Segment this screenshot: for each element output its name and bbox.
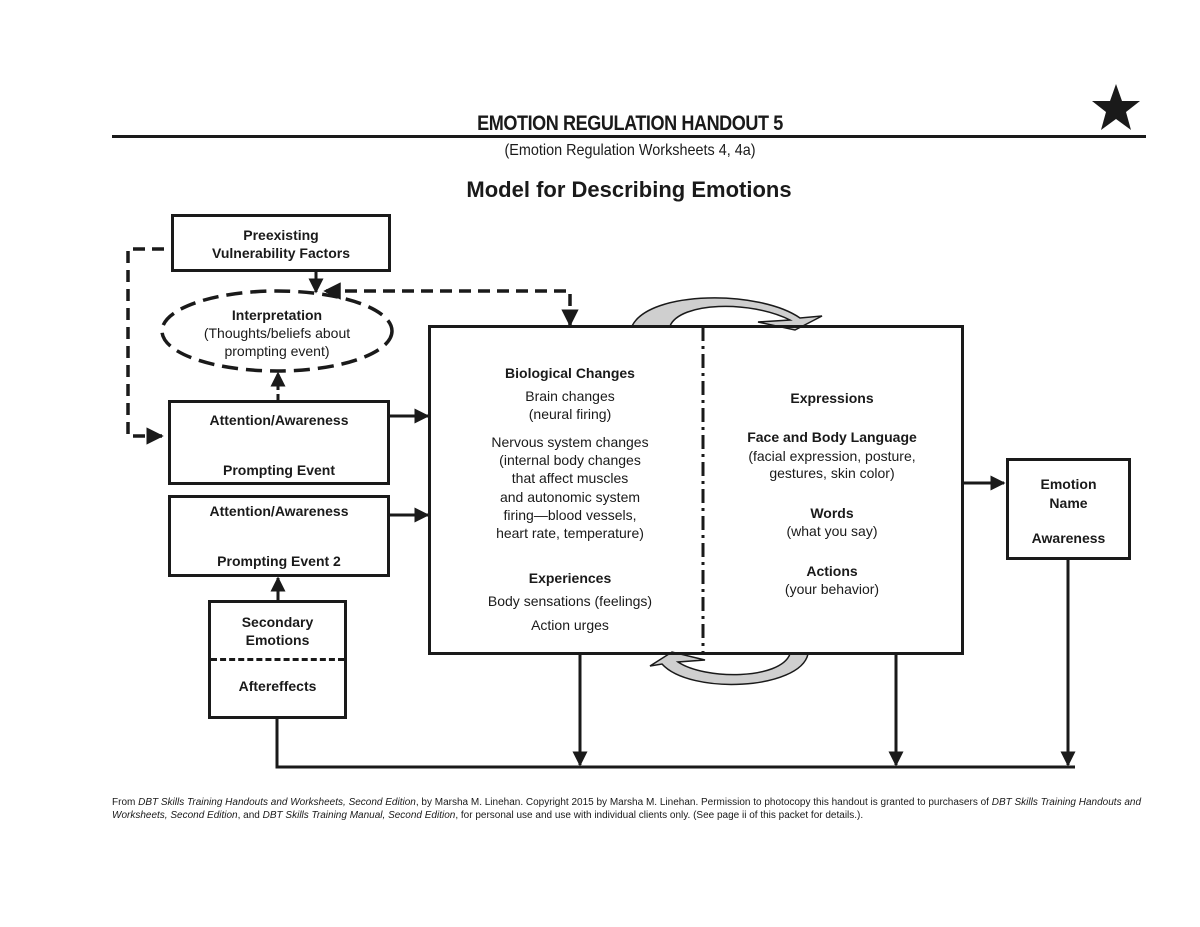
vulnerability-line2: Vulnerability Factors — [212, 245, 350, 261]
prompting-event-label: Prompting Event — [222, 462, 335, 478]
secondary-line1: Secondary — [241, 614, 314, 630]
handout-subtitle: (Emotion Regulation Worksheets 4, 4a) — [504, 142, 756, 159]
actions-text: (your behavior) — [784, 581, 880, 597]
star-icon — [1092, 84, 1140, 130]
nervous-line-5: firing—blood vessels, — [503, 507, 637, 523]
cycle-arrow-bottom — [649, 651, 809, 686]
diagram-title: Model for Describing Emotions — [466, 177, 792, 202]
emotion-name-box: Emotion Name Awareness — [1006, 458, 1131, 560]
words-heading: Words — [810, 505, 854, 521]
footer-book-2: DBT Skills Training Handouts and Workshe… — [112, 797, 1142, 821]
interpretation-line2: (Thoughts/beliefs about — [203, 325, 351, 341]
header-rule — [112, 135, 1146, 138]
emotion-label: Emotion — [1040, 476, 1097, 492]
aftereffects-label: Aftereffects — [238, 678, 317, 694]
footer-text-3: , and — [237, 810, 263, 821]
cycle-arrow-top — [630, 297, 823, 331]
interpretation-line3: prompting event) — [224, 343, 330, 359]
copyright-footer: From DBT Skills Training Handouts and Wo… — [112, 796, 1152, 822]
prompting-event-2-label: Prompting Event 2 — [217, 553, 341, 569]
attention-box-1: Attention/Awareness Prompting Event — [168, 400, 390, 485]
vulnerability-box: Preexisting Vulnerability Factors — [171, 214, 391, 272]
action-urges: Action urges — [531, 617, 609, 633]
footer-text-2: , by Marsha M. Linehan. Copyright 2015 b… — [415, 797, 992, 808]
secondary-divider — [211, 658, 344, 661]
interpretation-ellipse — [160, 289, 394, 373]
nervous-line-6: heart rate, temperature) — [496, 525, 644, 541]
actions-heading: Actions — [806, 563, 858, 579]
awareness-label: Awareness — [1031, 530, 1106, 546]
face-line-2: gestures, skin color) — [769, 465, 895, 481]
nervous-line-2: (internal body changes — [499, 452, 641, 468]
attention-label-1: Attention/Awareness — [209, 412, 349, 428]
nervous-line-1: Nervous system changes — [491, 434, 649, 450]
footer-text-1: From — [112, 797, 139, 808]
brain-changes: Brain changes — [525, 388, 615, 404]
secondary-line2: Emotions — [245, 632, 310, 648]
words-text: (what you say) — [786, 523, 878, 539]
name-label: Name — [1049, 495, 1088, 511]
biological-heading: Biological Changes — [505, 365, 635, 381]
handout-title: EMOTION REGULATION HANDOUT 5 — [477, 112, 783, 135]
footer-text-4: , for personal use and use with individu… — [455, 810, 864, 821]
nervous-line-3: that affect muscles — [511, 470, 629, 486]
footer-book-1: DBT Skills Training Handouts and Workshe… — [138, 797, 416, 808]
vulnerability-line1: Preexisting — [243, 227, 319, 243]
face-body-heading: Face and Body Language — [747, 429, 917, 445]
nervous-line-4: and autonomic system — [499, 489, 641, 505]
central-emotion-box — [428, 325, 964, 655]
attention-box-2: Attention/Awareness Prompting Event 2 — [168, 495, 390, 577]
neural-firing: (neural firing) — [528, 406, 612, 422]
expressions-heading: Expressions — [790, 390, 874, 406]
interpretation-label: Interpretation — [231, 307, 323, 323]
body-sensations: Body sensations (feelings) — [487, 593, 653, 609]
footer-book-3: DBT Skills Training Manual, Second Editi… — [262, 810, 456, 821]
experiences-heading: Experiences — [528, 570, 612, 586]
attention-label-2: Attention/Awareness — [209, 503, 349, 519]
secondary-emotions-box: Secondary Emotions Aftereffects — [208, 600, 347, 719]
face-line-1: (facial expression, posture, — [748, 448, 916, 464]
